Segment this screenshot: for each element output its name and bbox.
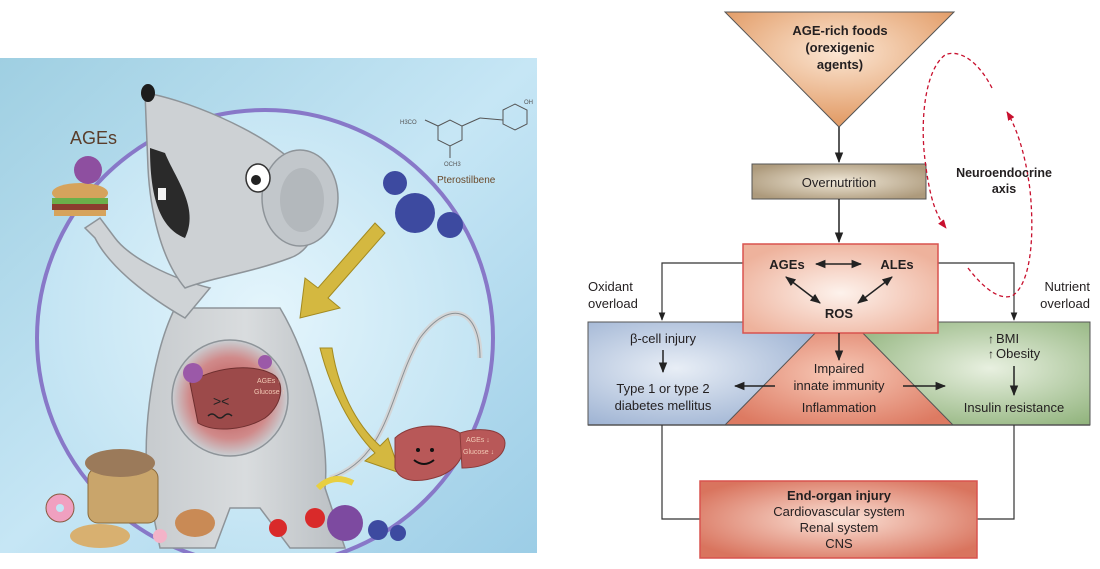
nutrient-label-line1: Nutrient xyxy=(1044,279,1090,294)
end-organ-injury-node xyxy=(699,480,978,559)
overnutrition-node xyxy=(751,163,927,200)
neuroendocrine-label-line2: axis xyxy=(992,182,1016,196)
neuroendocrine-arrow-down xyxy=(922,52,993,229)
neuroendocrine-label-line1: Neuroendocrine xyxy=(956,166,1052,180)
impaired-label-line1: Impaired xyxy=(814,361,865,376)
ages-ales-ros-node xyxy=(742,243,939,334)
junk-food-pile xyxy=(45,449,215,548)
nutrient-overload-connector xyxy=(938,262,1018,321)
blueberry-warrior-icon xyxy=(395,193,435,233)
end-organ-cns: CNS xyxy=(825,536,853,551)
age-rich-foods-node xyxy=(723,11,956,128)
sick-face: >< xyxy=(213,393,229,409)
age-molecule-icon xyxy=(183,363,203,383)
ros-label: ROS xyxy=(825,306,854,321)
methoxy-left-label: H3CO xyxy=(400,120,417,126)
blueberry-warrior-icon xyxy=(383,171,407,195)
diabetes-label-line1: Type 1 or type 2 xyxy=(616,381,709,396)
sick-liver-label-2: Glucose ↑ xyxy=(254,389,285,396)
blueberry-warrior-icon xyxy=(437,212,463,238)
obesity-up-icon: ↑ xyxy=(988,347,994,361)
mouse-nose xyxy=(141,84,155,102)
diabetes-label-line2: diabetes mellitus xyxy=(615,398,712,413)
beta-cell-label: β-cell injury xyxy=(630,331,696,346)
inflammation-label: Inflammation xyxy=(802,400,876,415)
pterostilbene-structure-icon xyxy=(424,103,528,158)
pterostilbene-label: Pterostilbene xyxy=(437,175,496,186)
age-monster-icon xyxy=(74,156,102,184)
methoxy-bottom-label: OCH3 xyxy=(444,162,461,168)
healthy-food-pile xyxy=(269,476,406,541)
oxidant-label-line2: overload xyxy=(588,296,638,311)
age-molecule-icon xyxy=(258,355,272,369)
smile-icon xyxy=(413,459,435,465)
mouse-head xyxy=(144,92,319,289)
oxidant-overload-connector xyxy=(658,262,743,321)
sick-liver-label-1: AGEs ↑ xyxy=(257,378,281,385)
end-organ-renal: Renal system xyxy=(800,520,879,535)
insulin-label: Insulin resistance xyxy=(964,400,1064,415)
end-organ-cardiovascular: Cardiovascular system xyxy=(773,504,905,519)
yellow-arrow-icon xyxy=(299,222,386,319)
healthy-liver-label-1: AGEs ↓ xyxy=(466,437,490,444)
mouse-illustration: >< AGEs ↑ Glucose ↑ AGEs H3CO OCH3 OH Pt… xyxy=(0,58,537,553)
oxidant-label-line1: Oxidant xyxy=(588,279,633,294)
bmi-up-icon: ↑ xyxy=(988,332,994,346)
neuroendocrine-arrow-up xyxy=(967,111,1033,298)
obesity-label: Obesity xyxy=(996,346,1041,361)
ages-label: AGEs xyxy=(70,128,117,148)
healthy-liver-label-2: Glucose ↓ xyxy=(463,449,494,456)
ages-label: AGEs xyxy=(769,257,804,272)
arrow-ales-ros xyxy=(857,276,893,304)
bmi-label: BMI xyxy=(996,331,1019,346)
end-organ-title: End-organ injury xyxy=(787,488,892,503)
source-label-line1: AGE-rich foods xyxy=(792,23,887,38)
impaired-label-line2: innate immunity xyxy=(793,378,885,393)
source-label-line3: agents) xyxy=(817,57,863,72)
mouse-arm xyxy=(83,216,212,319)
burger-icon xyxy=(52,183,108,216)
overnutrition-label: Overnutrition xyxy=(802,175,876,190)
arrow-ages-ros xyxy=(785,276,821,304)
mouse-mouth xyxy=(150,148,190,238)
ales-label: ALEs xyxy=(880,257,913,272)
source-label-line2: (orexigenic xyxy=(805,40,874,55)
hydroxyl-label: OH xyxy=(524,100,533,106)
nutrient-label-line2: overload xyxy=(1040,296,1090,311)
